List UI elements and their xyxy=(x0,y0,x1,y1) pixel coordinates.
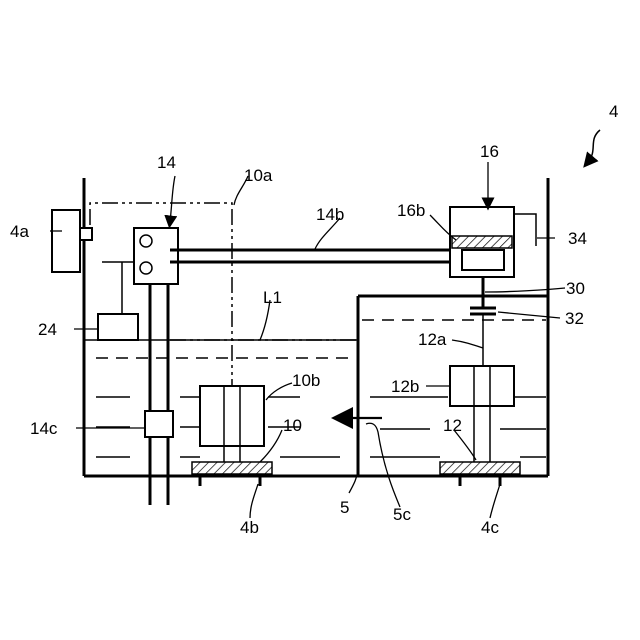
label-24: 24 xyxy=(38,320,57,339)
label-4-arrow xyxy=(588,130,600,162)
label-4b: 4b xyxy=(240,518,259,537)
label-5c: 5c xyxy=(393,505,411,524)
label-10: 10 xyxy=(283,416,302,435)
pipe-14-assembly xyxy=(134,228,178,505)
label-14b: 14b xyxy=(316,205,344,224)
label-16: 16 xyxy=(480,142,499,161)
label-14: 14 xyxy=(157,153,176,172)
component-4a xyxy=(52,210,92,272)
label-30: 30 xyxy=(566,279,585,298)
label-12b: 12b xyxy=(391,377,419,396)
label-4: 4 xyxy=(609,102,618,121)
label-12a: 12a xyxy=(418,330,447,349)
label-12: 12 xyxy=(443,416,462,435)
label-16b: 16b xyxy=(397,201,425,220)
pipe-14b xyxy=(170,250,458,262)
label-34: 34 xyxy=(568,229,587,248)
label-5: 5 xyxy=(340,498,349,517)
label-10b: 10b xyxy=(292,371,320,390)
label-4c: 4c xyxy=(481,518,499,537)
component-16 xyxy=(450,207,536,298)
device-10 xyxy=(192,386,272,474)
shaft-30 xyxy=(470,298,496,366)
label-4a: 4a xyxy=(10,222,29,241)
label-10a: 10a xyxy=(244,166,273,185)
label-32: 32 xyxy=(565,309,584,328)
label-14c: 14c xyxy=(30,419,58,438)
label-L1: L1 xyxy=(263,288,282,307)
